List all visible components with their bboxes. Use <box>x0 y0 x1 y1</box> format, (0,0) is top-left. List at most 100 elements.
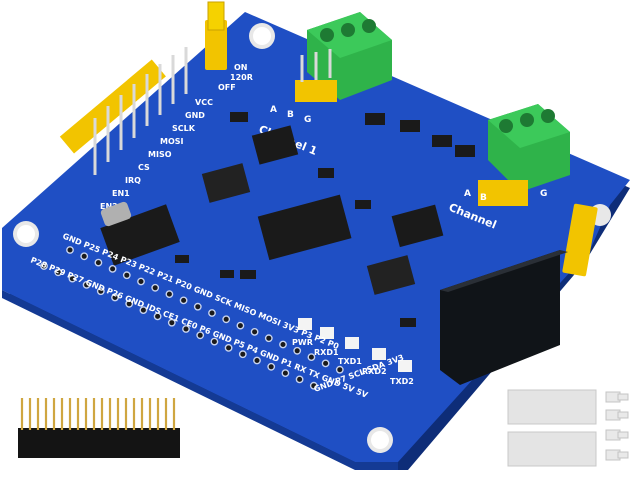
hdr-label-2: SCLK <box>172 124 196 133</box>
ch1-pin-header <box>295 80 337 102</box>
gpio-hole <box>125 299 134 308</box>
gpio-hole <box>279 340 287 349</box>
terminal2-screw-2 <box>520 113 534 127</box>
gpio-hole <box>151 283 160 292</box>
mount-hole-top-inner <box>253 27 271 45</box>
jumper-top-cap <box>207 1 225 31</box>
hdr-label-3: MOSI <box>160 137 184 146</box>
terminal-screw-3 <box>362 19 376 33</box>
opto-left <box>201 163 251 203</box>
gpio-hole <box>196 331 205 340</box>
gpio-hole <box>309 381 318 390</box>
hdr-label-4: MISO <box>148 150 172 159</box>
gpio-hole <box>54 268 63 277</box>
gpio-hole <box>66 246 74 254</box>
left-header-pins <box>93 47 188 175</box>
ic-right <box>391 204 444 248</box>
crystal <box>100 201 132 227</box>
gpio-hole <box>122 271 131 280</box>
standoff-2 <box>507 431 597 467</box>
gpio-hole <box>153 312 162 321</box>
jumper-off-label: OFF <box>218 83 236 92</box>
terminal2-screw-1 <box>499 119 513 133</box>
accessory-standoffs <box>507 389 597 467</box>
gpio-hole <box>321 359 330 368</box>
led-txd2 <box>398 360 412 372</box>
hdr-label-6: IRQ <box>125 176 141 185</box>
ch2-g-label: G <box>540 189 547 199</box>
led-row <box>298 318 412 372</box>
jumper-top-block <box>205 20 227 70</box>
ch1-a-label: A <box>270 105 277 115</box>
led-label-1: RXD1 <box>314 348 339 357</box>
smd-components <box>175 112 475 327</box>
gpio-hole <box>182 325 190 333</box>
gpio-hole <box>222 315 231 324</box>
mount-hole-bottom-inner <box>371 431 389 449</box>
terminal2-screw-3 <box>541 109 555 123</box>
gpio-holes-row1 <box>66 246 344 374</box>
gpio-hole <box>307 353 316 361</box>
hdr-label-8: EN2 <box>100 202 118 211</box>
led-label-0: PWR <box>292 338 313 347</box>
gpio-hole <box>293 346 302 355</box>
hdr-label-5: CS <box>138 163 150 172</box>
ic-main-left <box>100 204 180 266</box>
gpio-holes-row2 <box>40 262 318 390</box>
gpio-hole <box>250 327 259 336</box>
gpio-hole <box>94 258 103 267</box>
jumper-right <box>562 203 598 277</box>
led-txd1 <box>345 337 359 349</box>
power-module-top <box>440 250 568 292</box>
led-rxd1 <box>320 327 334 339</box>
ch1-b-label: B <box>287 110 294 120</box>
ic-center <box>257 194 352 261</box>
gpio-hole <box>167 318 176 327</box>
accessory-pin-header <box>18 398 180 458</box>
gpio-hole <box>208 309 216 317</box>
opto-right <box>366 255 416 295</box>
gpio-hole <box>295 375 304 384</box>
gpio-hole <box>335 365 344 374</box>
led-labels: PWR RXD1 TXD1 RXD2 TXD2 <box>292 338 414 386</box>
led-label-3: RXD2 <box>362 367 387 376</box>
mount-hole-left-inner <box>17 225 35 243</box>
led-rxd2 <box>372 348 386 360</box>
gpio-hole <box>96 287 105 296</box>
terminal-screw-2 <box>341 23 355 37</box>
standoff-1 <box>507 389 597 425</box>
ch2-pin-header <box>478 180 528 206</box>
ch1-g-label: G <box>304 115 311 125</box>
gpio-hole <box>193 302 202 311</box>
gpio-hole <box>264 334 273 343</box>
gpio-hole <box>224 343 233 352</box>
gpio-hole <box>238 350 247 359</box>
hdr-label-1: GND <box>185 111 205 120</box>
led-label-4: TXD2 <box>390 377 414 386</box>
ch2-a-label: A <box>464 189 471 199</box>
left-pin-header <box>59 59 166 154</box>
ic-upper <box>251 125 299 165</box>
gpio-hole <box>108 264 117 273</box>
gpio-hole <box>80 252 89 261</box>
accessory-screws <box>605 391 629 461</box>
jumper-on-label: ON <box>234 63 248 72</box>
gpio-hole <box>137 277 145 286</box>
gpio-hole <box>179 296 188 305</box>
gpio-hole <box>40 262 48 270</box>
led-pwr <box>298 318 312 330</box>
terminal-screw-1 <box>320 28 334 42</box>
gpio-hole <box>267 362 276 371</box>
gpio-hole <box>82 280 91 289</box>
gpio-hole <box>165 290 174 298</box>
gpio-hole <box>68 274 77 283</box>
gpio-hole <box>111 293 119 302</box>
gpio-hole <box>210 337 219 346</box>
gpio-hole <box>139 306 148 314</box>
hdr-label-7: EN1 <box>112 189 130 198</box>
left-header-labels: VCC GND SCLK MOSI MISO CS IRQ EN1 EN2 <box>100 98 213 211</box>
gpio-hole <box>253 356 261 365</box>
gpio-hole <box>236 321 245 330</box>
jumper-mid-label: 120R <box>230 73 253 82</box>
